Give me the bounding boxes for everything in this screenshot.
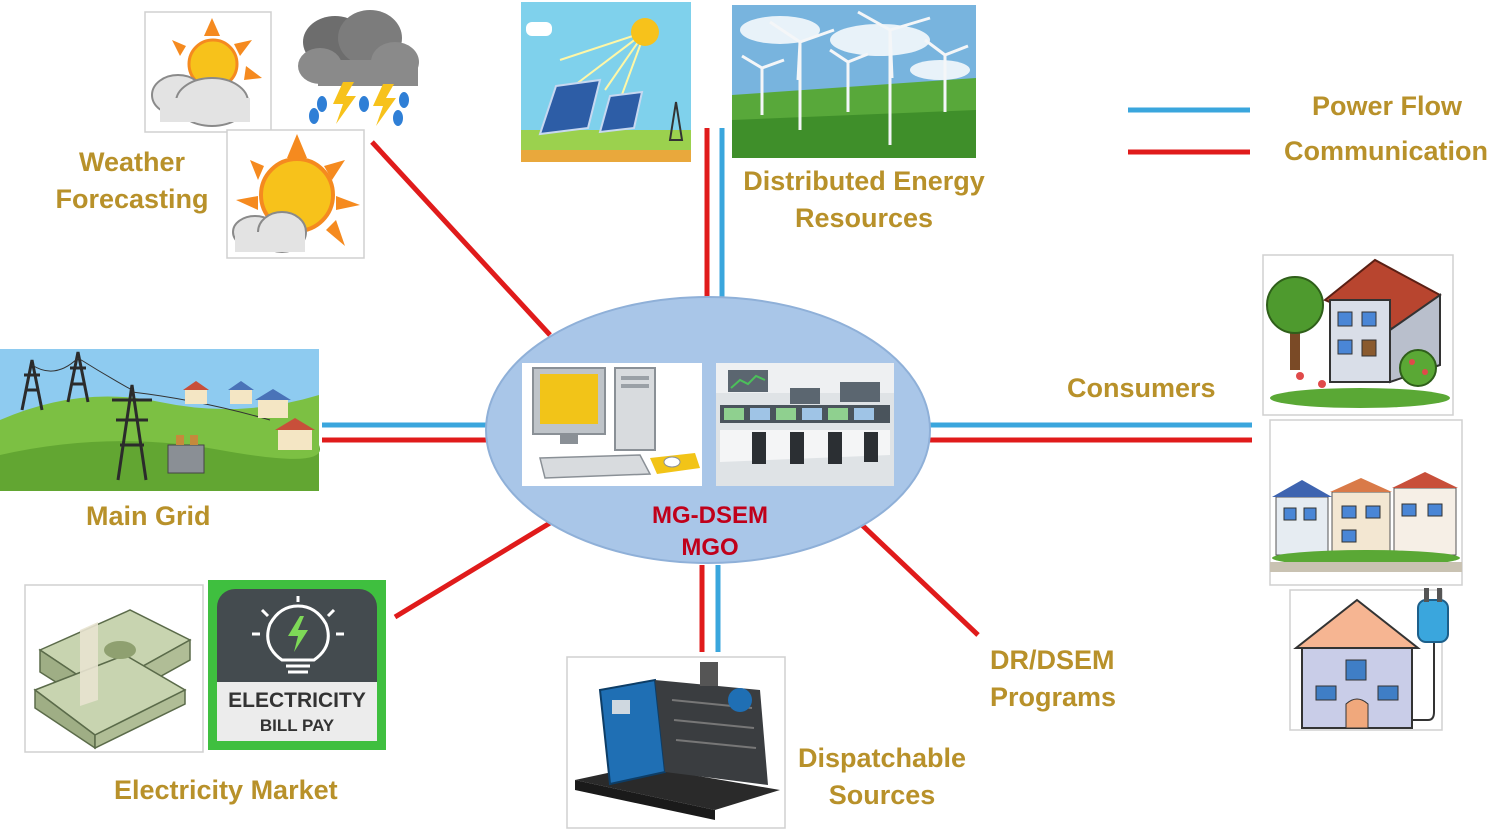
storm-cloud-icon (298, 10, 419, 126)
legend-power-label: Power Flow (1312, 91, 1463, 121)
control-room-image (716, 363, 894, 486)
main-grid-image (0, 349, 320, 491)
bill-pay-line1: ELECTRICITY (228, 689, 366, 712)
legend-comm-label: Communication (1284, 136, 1489, 166)
weather-comm-line (370, 140, 552, 337)
der-label: Distributed Energy Resources (735, 163, 993, 237)
house-tree-image (1262, 254, 1454, 416)
sun-icon (226, 129, 365, 259)
legend (1128, 107, 1250, 155)
dr-label: DR/DSEM Programs (990, 642, 1116, 716)
center-label: MG-DSEM MGO (630, 500, 790, 564)
house-plug-image (1289, 588, 1449, 731)
market-label: Electricity Market (114, 775, 338, 805)
bill-pay-app-icon: ELECTRICITY BILL PAY (208, 580, 386, 750)
weather-label-line1: Weather (78, 147, 186, 177)
market-comm-line (393, 520, 552, 620)
dispatchable-label-line1: Dispatchable (797, 743, 967, 773)
weather-icons (144, 10, 419, 259)
bill-pay-line2: BILL PAY (260, 716, 335, 735)
townhouses-image (1269, 419, 1463, 586)
solar-panel-image (521, 2, 691, 162)
weather-label: Weather Forecasting (52, 144, 212, 218)
dr-label-line1: DR/DSEM (990, 645, 1115, 675)
main-grid-label: Main Grid (86, 501, 211, 531)
dispatchable-label-line2: Sources (828, 780, 936, 810)
sun-cloud-icon (144, 11, 272, 133)
center-label-line2: MGO (681, 534, 739, 561)
weather-label-line2: Forecasting (55, 184, 209, 214)
dr-comm-line (860, 523, 980, 637)
connection-lines (322, 128, 1252, 652)
center-label-line1: MG-DSEM (652, 502, 768, 529)
center-node (485, 296, 931, 564)
consumers-label: Consumers (1067, 373, 1216, 403)
dr-label-line2: Programs (990, 682, 1117, 712)
generator-image (566, 656, 786, 829)
der-label-line1: Distributed Energy (743, 166, 985, 196)
der-label-line2: Resources (794, 203, 934, 233)
money-stack-image (24, 584, 204, 753)
computer-icon (522, 363, 702, 486)
wind-turbine-image (732, 5, 976, 158)
dispatchable-label: Dispatchable Sources (792, 740, 972, 814)
